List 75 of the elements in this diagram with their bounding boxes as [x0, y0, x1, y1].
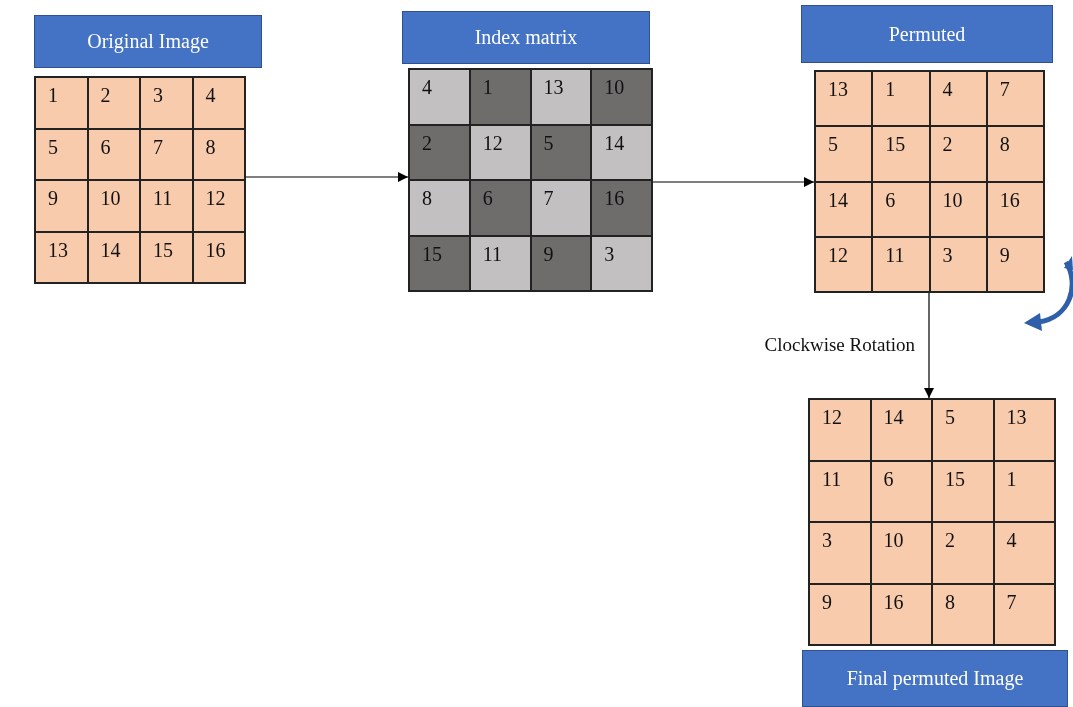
- grid-cell: 16: [870, 583, 932, 645]
- grid-cell: 7: [530, 180, 592, 236]
- grid-cell: 4: [409, 69, 470, 125]
- grid-cell: 10: [870, 522, 932, 584]
- heading-band: Original Image: [34, 15, 262, 68]
- grid-cell: 3: [140, 77, 193, 129]
- grid-cell: 6: [872, 181, 930, 237]
- grid-cell: 13: [35, 231, 88, 283]
- grid-cell: 10: [591, 69, 652, 125]
- grid-cell: 1: [35, 77, 88, 129]
- grid-cell: 2: [929, 126, 987, 182]
- arrow: [652, 177, 815, 187]
- grid-cell: 7: [140, 128, 193, 180]
- grid-cell: 9: [530, 235, 592, 291]
- grid-cell: 9: [809, 583, 871, 645]
- grid-cell: 2: [409, 124, 470, 180]
- heading-band: Permuted: [801, 5, 1053, 63]
- grid-cell: 3: [809, 522, 871, 584]
- grid-cell: 12: [815, 236, 873, 292]
- grid-cell: 2: [932, 522, 994, 584]
- grid-cell: 5: [530, 124, 592, 180]
- heading-band: Final permuted Image: [802, 650, 1068, 707]
- grid-cell: 15: [872, 126, 930, 182]
- grid-cell: 8: [932, 583, 994, 645]
- grid-cell: 5: [815, 126, 873, 182]
- grid-cell: 12: [192, 180, 245, 232]
- grid-cell: 9: [35, 180, 88, 232]
- grid-cell: 15: [140, 231, 193, 283]
- grid-cell: 15: [932, 460, 994, 522]
- grid-cell: 13: [530, 69, 592, 125]
- heading-band: Index matrix: [402, 11, 650, 64]
- grid-cell: 4: [993, 522, 1055, 584]
- grid-cell: 13: [993, 399, 1055, 461]
- grid-cell: 2: [87, 77, 140, 129]
- grid-cell: 3: [929, 236, 987, 292]
- grid-cell: 10: [929, 181, 987, 237]
- grid-cell: 8: [409, 180, 470, 236]
- grid-cell: 1: [872, 71, 930, 127]
- grid-cell: 4: [929, 71, 987, 127]
- grid-cell: 16: [192, 231, 245, 283]
- grid-cell: 6: [87, 128, 140, 180]
- grid-cell: 12: [469, 124, 531, 180]
- grid-cell: 8: [192, 128, 245, 180]
- grid-cell: 16: [986, 181, 1044, 237]
- grid-cell: 9: [986, 236, 1044, 292]
- arrow: [924, 292, 934, 399]
- grid-cell: 14: [87, 231, 140, 283]
- number-grid: [408, 68, 653, 292]
- arrow: [245, 172, 409, 182]
- grid-cell: 6: [469, 180, 531, 236]
- grid-cell: 1: [469, 69, 531, 125]
- grid-cell: 15: [409, 235, 470, 291]
- grid-cell: 1: [993, 460, 1055, 522]
- grid-cell: 11: [809, 460, 871, 522]
- grid-cell: 8: [986, 126, 1044, 182]
- grid-cell: 7: [986, 71, 1044, 127]
- number-grid: [814, 70, 1045, 293]
- grid-cell: 5: [932, 399, 994, 461]
- grid-cell: 12: [809, 399, 871, 461]
- grid-cell: 6: [870, 460, 932, 522]
- grid-cell: 11: [469, 235, 531, 291]
- grid-cell: 14: [591, 124, 652, 180]
- number-grid: [808, 398, 1056, 646]
- grid-cell: 4: [192, 77, 245, 129]
- grid-cell: 11: [140, 180, 193, 232]
- grid-cell: 13: [815, 71, 873, 127]
- grid-cell: 14: [870, 399, 932, 461]
- number-grid: [34, 76, 246, 284]
- grid-cell: 10: [87, 180, 140, 232]
- grid-cell: 5: [35, 128, 88, 180]
- grid-cell: 16: [591, 180, 652, 236]
- grid-cell: 14: [815, 181, 873, 237]
- grid-cell: 11: [872, 236, 930, 292]
- grid-cell: 3: [591, 235, 652, 291]
- grid-cell: 7: [993, 583, 1055, 645]
